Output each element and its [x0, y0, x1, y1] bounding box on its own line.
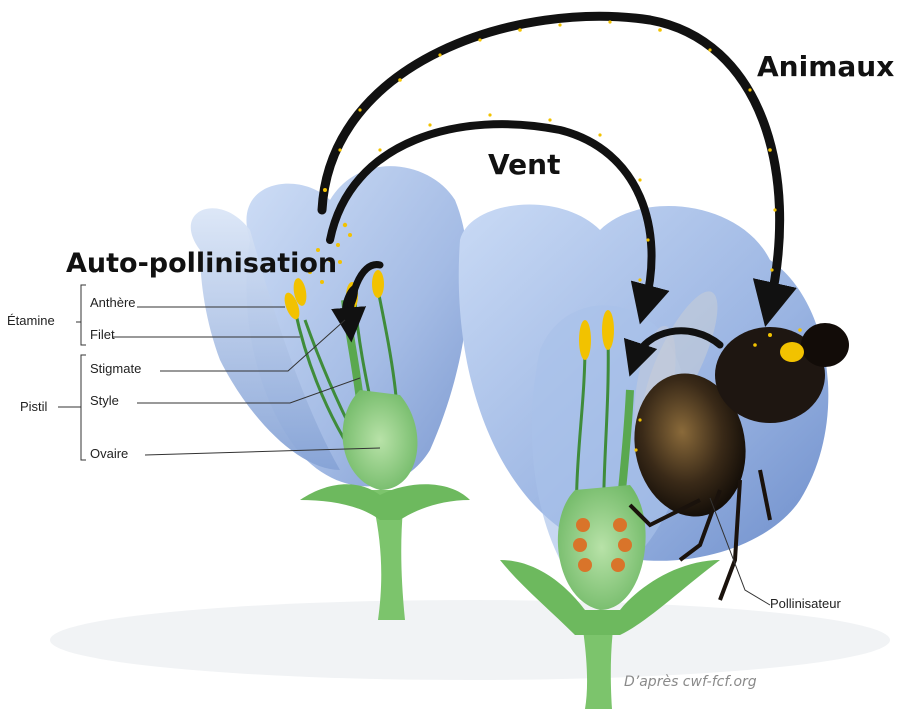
ground-shadow [50, 600, 890, 680]
stigma-label: Stigmate [90, 361, 141, 376]
filament-label: Filet [90, 327, 115, 342]
wind-label: Vent [488, 148, 560, 181]
pollinator-label: Pollinisateur [770, 596, 841, 611]
source-credit: D’après cwf-fcf.org [624, 674, 757, 690]
bee-pollen-spot [780, 342, 804, 362]
animals-label: Animaux [757, 50, 894, 83]
style-label: Style [90, 393, 119, 408]
pistil-label: Pistil [20, 399, 47, 414]
self-pollination-label: Auto-pollinisation [66, 248, 337, 279]
ovary-label: Ovaire [90, 446, 128, 461]
anther-label: Anthère [90, 295, 136, 310]
bee-head [801, 323, 849, 367]
stamen-label: Étamine [7, 313, 55, 328]
right-ovary [558, 485, 646, 610]
